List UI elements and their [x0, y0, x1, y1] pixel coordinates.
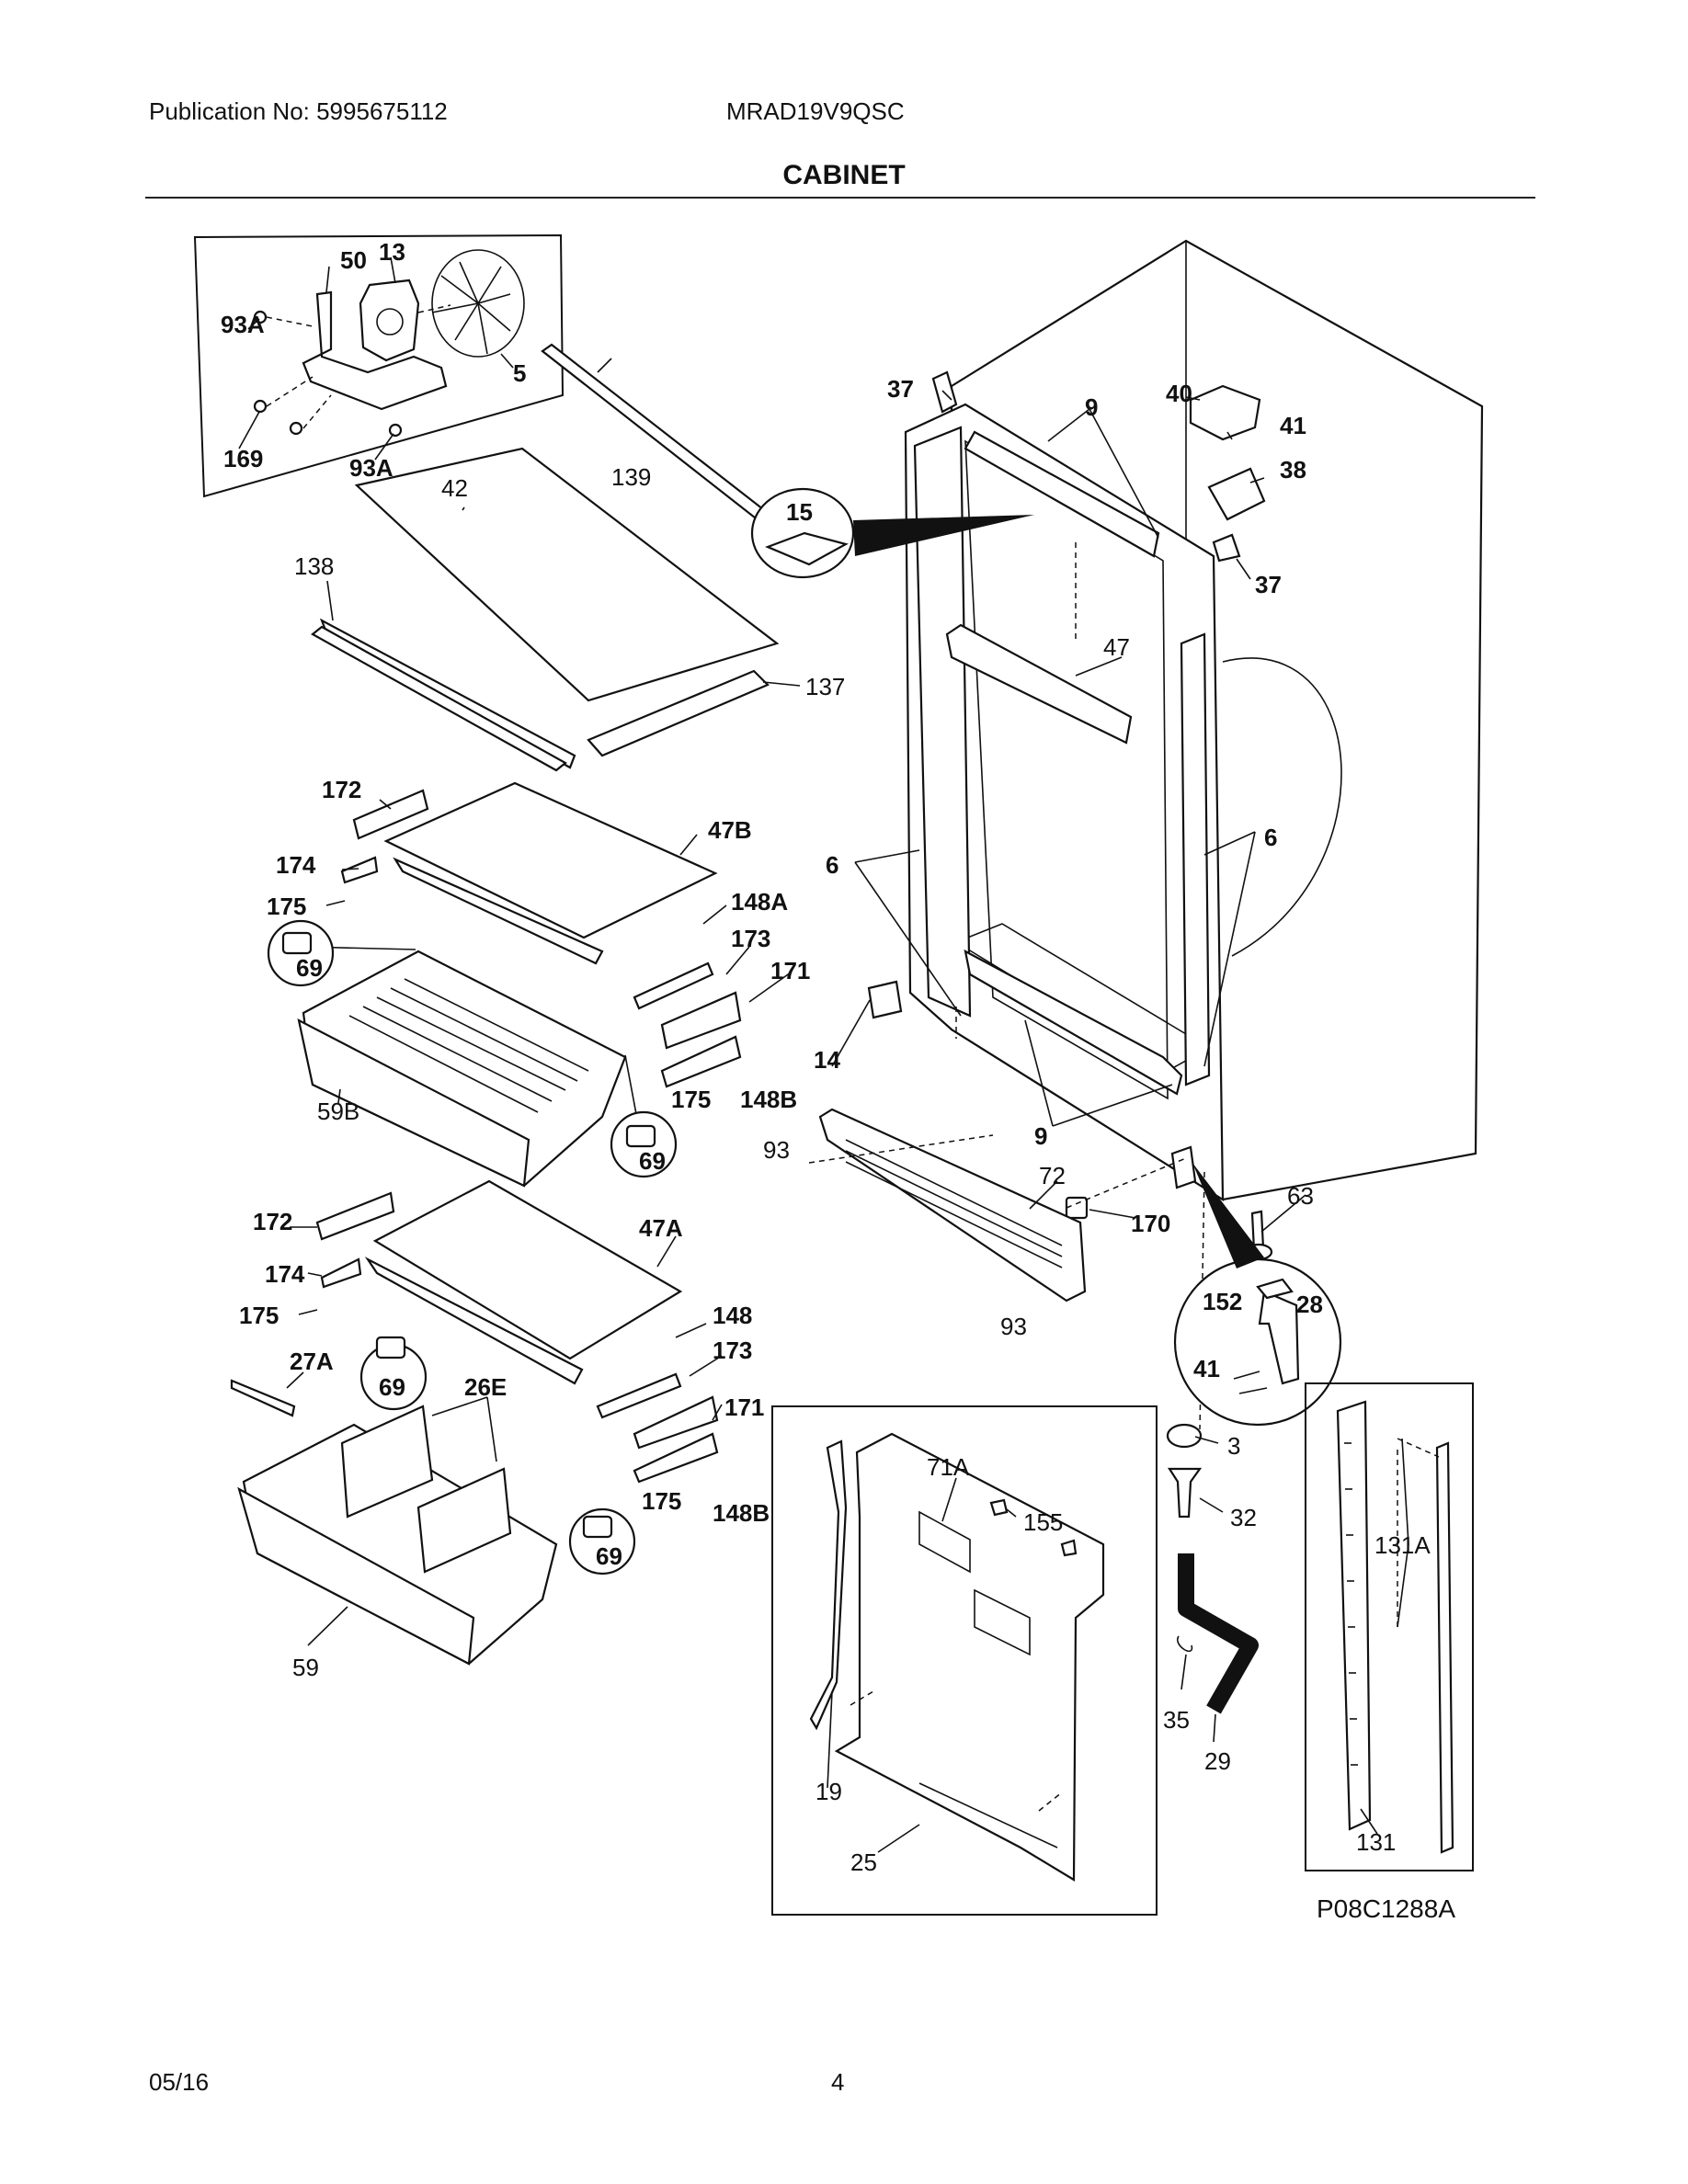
- label-72: 72: [1039, 1162, 1066, 1189]
- label-27a: 27A: [290, 1348, 334, 1375]
- label-172-a: 172: [322, 776, 361, 803]
- label-41-a: 41: [1280, 412, 1306, 439]
- label-69-a: 69: [296, 954, 323, 982]
- label-170: 170: [1131, 1210, 1170, 1237]
- label-138: 138: [294, 552, 334, 580]
- label-139: 139: [611, 463, 651, 491]
- label-93-a: 93: [763, 1136, 790, 1164]
- label-137: 137: [805, 673, 845, 700]
- label-69-d: 69: [596, 1542, 622, 1570]
- label-40: 40: [1166, 380, 1192, 407]
- page-title: CABINET: [782, 160, 906, 190]
- trim-strip-inset: [1305, 1382, 1474, 1871]
- publication-number: Publication No: 5995675112: [149, 97, 448, 125]
- label-32: 32: [1230, 1504, 1257, 1531]
- label-6-b: 6: [1264, 824, 1277, 851]
- label-155: 155: [1023, 1508, 1063, 1536]
- label-148: 148: [713, 1302, 752, 1329]
- publication-date: 05/16: [149, 2068, 210, 2096]
- label-14: 14: [814, 1046, 840, 1074]
- label-47a: 47A: [639, 1214, 683, 1242]
- label-25: 25: [850, 1848, 877, 1876]
- label-59b: 59B: [317, 1098, 359, 1125]
- label-28: 28: [1296, 1291, 1323, 1318]
- label-169: 169: [223, 445, 263, 472]
- label-35: 35: [1163, 1706, 1190, 1734]
- label-131: 131: [1356, 1828, 1396, 1856]
- label-41-b: 41: [1193, 1355, 1220, 1382]
- label-47: 47: [1103, 633, 1130, 661]
- label-174-a: 174: [276, 851, 316, 879]
- label-9-b: 9: [1034, 1122, 1047, 1150]
- label-172-b: 172: [253, 1208, 292, 1235]
- label-26e: 26E: [464, 1373, 507, 1401]
- label-175-a: 175: [267, 893, 306, 920]
- label-148b-b: 148B: [713, 1499, 770, 1527]
- label-13: 13: [379, 238, 405, 266]
- model-number: MRAD19V9QSC: [726, 97, 905, 125]
- header-divider: [145, 197, 1535, 199]
- back-panel-inset: [771, 1405, 1158, 1916]
- label-15: 15: [786, 498, 813, 526]
- label-175-b: 175: [671, 1086, 711, 1113]
- label-3: 3: [1227, 1432, 1240, 1460]
- label-152: 152: [1203, 1288, 1242, 1315]
- label-148a: 148A: [731, 888, 788, 916]
- lower-shelf-assembly: [290, 1179, 723, 1484]
- fan-motor-inset: [193, 233, 565, 498]
- label-6-a: 6: [826, 851, 838, 879]
- label-71a: 71A: [927, 1453, 970, 1481]
- cabinet-body: [808, 239, 1484, 1430]
- label-175-d: 175: [642, 1487, 681, 1515]
- label-9-a: 9: [1085, 393, 1098, 421]
- label-29: 29: [1204, 1747, 1231, 1775]
- label-47b: 47B: [708, 816, 752, 844]
- label-42: 42: [441, 474, 468, 502]
- label-5: 5: [513, 359, 526, 387]
- crisper-drawer-lower: [230, 1371, 558, 1666]
- label-93a: 93A: [221, 311, 265, 338]
- label-171-b: 171: [724, 1393, 764, 1421]
- part-15-callout: [750, 487, 1034, 579]
- label-59: 59: [292, 1654, 319, 1681]
- label-38: 38: [1280, 456, 1306, 483]
- middle-shelf-assembly: [325, 781, 792, 1088]
- label-174-b: 174: [265, 1260, 305, 1288]
- door-pivot-parts: [1166, 1423, 1259, 1743]
- part-labels: 50 13 93A 5 169 93A 42 139 138 137 37 9 …: [221, 238, 1431, 1876]
- top-shelf-assembly: [311, 343, 801, 772]
- label-173-b: 173: [713, 1337, 752, 1364]
- label-19: 19: [815, 1778, 842, 1805]
- label-93a-b: 93A: [349, 454, 393, 482]
- label-37-a: 37: [887, 375, 914, 403]
- label-37-b: 37: [1255, 571, 1282, 598]
- label-69-b: 69: [639, 1147, 666, 1175]
- label-175-c: 175: [239, 1302, 279, 1329]
- part-69-callouts: [267, 919, 678, 1575]
- hinge-callout: [1173, 1163, 1342, 1427]
- label-69-c: 69: [379, 1373, 405, 1401]
- label-173-a: 173: [731, 925, 770, 952]
- crisper-drawer-upper: [297, 946, 640, 1188]
- label-131a: 131A: [1374, 1531, 1431, 1559]
- label-50: 50: [340, 246, 367, 274]
- label-171-a: 171: [770, 957, 810, 984]
- label-63: 63: [1287, 1182, 1314, 1210]
- drawing-code: P08C1288A: [1317, 1894, 1456, 1923]
- label-148b-a: 148B: [740, 1086, 797, 1113]
- page-number: 4: [831, 2068, 845, 2096]
- label-93-b: 93: [1000, 1313, 1027, 1340]
